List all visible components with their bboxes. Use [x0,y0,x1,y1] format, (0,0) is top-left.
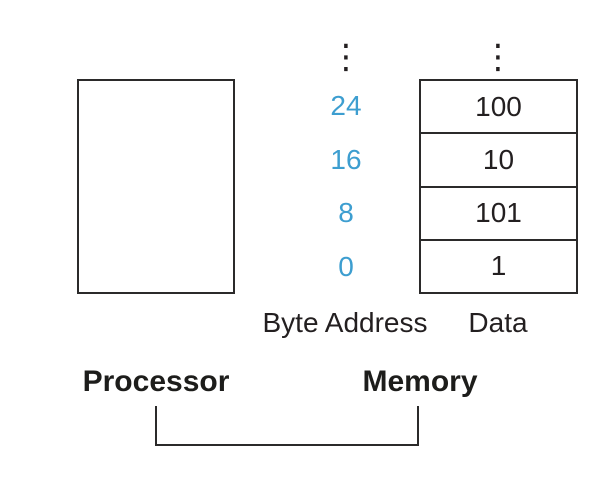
byte-address-value: 24 [330,89,362,121]
vertical-ellipsis-icon: ⋮ [481,37,515,77]
memory-data-cell: 100 [475,90,522,122]
byte-address-value: 8 [338,197,354,229]
memory-data-cell: 101 [421,185,576,239]
data-column-label: Data [468,307,528,338]
memory-data-cell: 1 [421,238,576,292]
memory-data-cell: 10 [421,132,576,185]
memory-caption: Memory [362,365,478,398]
byte-address-column: 24 16 8 0 [296,79,396,294]
byte-address-value: 16 [330,143,362,175]
byte-address-value: 0 [338,251,354,283]
processor-box [77,79,235,294]
vertical-ellipsis-icon: ⋮ [329,37,363,77]
memory-data-table: 100 10 101 1 [419,79,578,294]
byte-address-column-label: Byte Address [262,307,428,338]
processor-memory-connector [155,406,419,446]
processor-caption: Processor [82,365,230,398]
